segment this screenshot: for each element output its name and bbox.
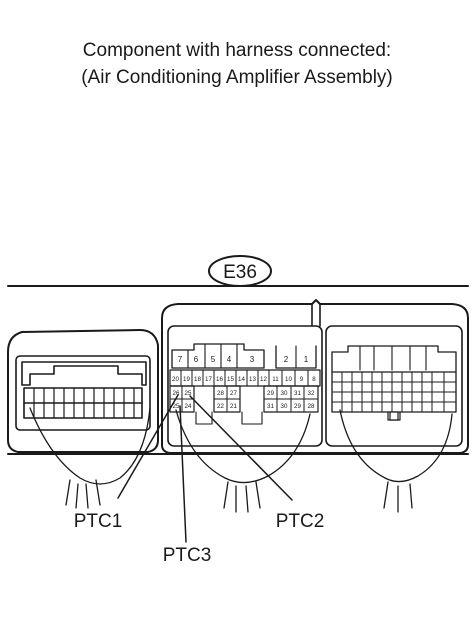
- pin-label: 12: [260, 376, 267, 383]
- pin-label: 30: [281, 403, 288, 410]
- ptc2-leader: [189, 395, 293, 501]
- pin-label: 7: [178, 355, 183, 364]
- callout-leaders: [117, 394, 293, 543]
- pin-label: 19: [183, 376, 190, 383]
- callout-ptc1: PTC1: [74, 511, 123, 532]
- connector-code-text: E36: [223, 262, 257, 283]
- pin-label: 28: [217, 390, 224, 397]
- pin-label: 3: [250, 355, 255, 364]
- ptc3-leader: [179, 405, 187, 543]
- pin-label: 10: [285, 376, 292, 383]
- left-connector: [7, 329, 159, 509]
- pin-label: 2: [284, 355, 289, 364]
- pin-label: 1: [304, 355, 309, 364]
- pin-label: 32: [308, 390, 315, 397]
- pin-label: 29: [267, 390, 274, 397]
- pin-label: 27: [230, 390, 237, 397]
- callout-labels: PTC1 PTC2 PTC3: [74, 511, 325, 566]
- pin-label: 30: [281, 390, 288, 397]
- pin-labels: 7 6 5 4 3 2 1 20 19 18 17 16 15 14 13 12…: [172, 355, 316, 410]
- callout-ptc2: PTC2: [276, 511, 325, 532]
- title-line-1: Component with harness connected:: [82, 40, 392, 61]
- pin-label: 14: [238, 376, 245, 383]
- pin-label: 15: [227, 376, 234, 383]
- pin-label: 6: [194, 355, 199, 364]
- pin-label: 29: [294, 403, 301, 410]
- pin-label: 18: [194, 376, 201, 383]
- pin-label: 28: [308, 403, 315, 410]
- pin-label: 25: [173, 403, 180, 410]
- pin-label: 13: [249, 376, 256, 383]
- pin-label: 31: [267, 403, 274, 410]
- connector-code-label: E36: [208, 255, 272, 287]
- title-line-2: (Air Conditioning Amplifier Assembly): [81, 67, 393, 88]
- pin-label: 22: [217, 403, 224, 410]
- pin-grid-left: [169, 343, 321, 425]
- main-connector: [161, 299, 469, 454]
- pin-label: 31: [294, 390, 301, 397]
- pin-label: 20: [172, 376, 179, 383]
- pin-label: 26: [173, 390, 180, 397]
- pin-label: 25: [185, 390, 192, 397]
- harness-wires: [175, 409, 453, 513]
- pin-label: 17: [205, 376, 212, 383]
- pin-label: 4: [227, 355, 232, 364]
- pin-label: 16: [216, 376, 223, 383]
- pin-label: 21: [230, 403, 237, 410]
- callout-ptc3: PTC3: [163, 545, 212, 566]
- ptc1-leader: [117, 394, 179, 499]
- pin-label: 8: [312, 376, 316, 383]
- pin-label: 9: [300, 376, 304, 383]
- pin-label: 11: [272, 376, 279, 383]
- pin-label: 24: [185, 403, 192, 410]
- pin-label: 5: [211, 355, 216, 364]
- pin-grid-right: [331, 345, 457, 421]
